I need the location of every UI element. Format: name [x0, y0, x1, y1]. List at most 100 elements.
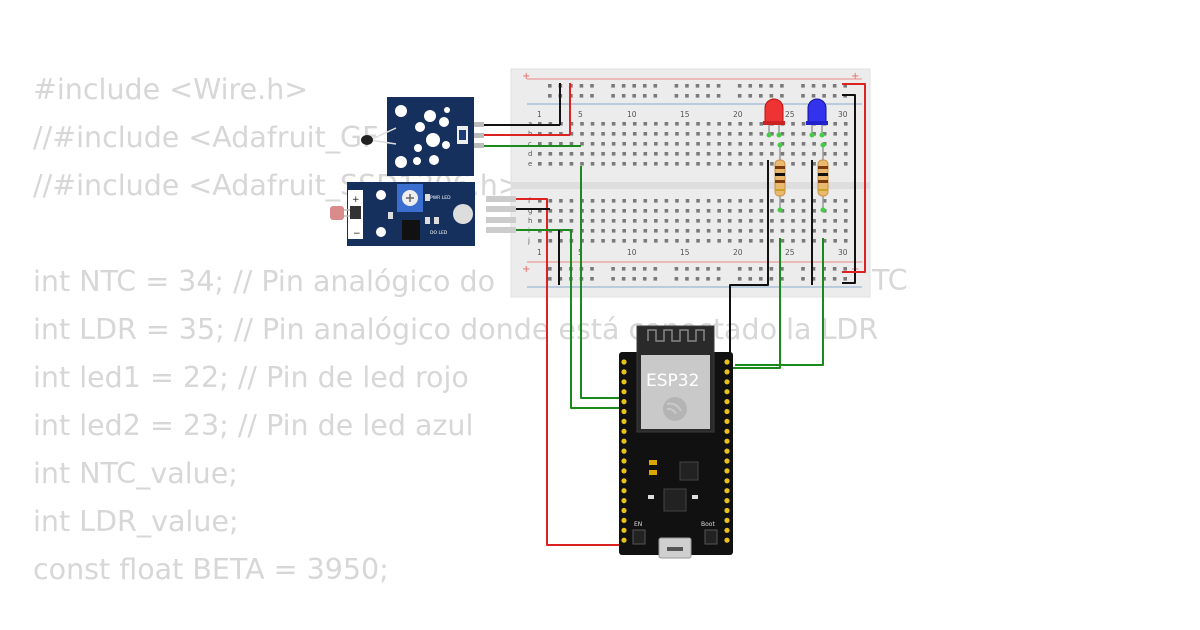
breadboard-hole	[664, 132, 669, 136]
pwr-led-label: PWR LED	[430, 195, 451, 201]
connection-dot	[820, 207, 826, 213]
en-button[interactable]	[632, 529, 646, 545]
resistor-1[interactable]	[774, 145, 786, 210]
breadboard-hole	[601, 162, 605, 166]
breadboard-hole	[548, 267, 552, 271]
micro-usb-slot	[667, 547, 683, 551]
col-num-top: 1	[537, 110, 542, 119]
breadboard-hole	[759, 132, 764, 136]
resistor-band	[775, 166, 785, 169]
header-pin	[724, 488, 730, 494]
breadboard-hole	[738, 162, 743, 166]
pad	[429, 155, 439, 165]
breadboard-hole	[643, 229, 648, 233]
connection-dot	[819, 132, 825, 138]
smd-part	[649, 470, 657, 475]
breadboard-hole	[548, 219, 553, 223]
breadboard-hole	[548, 277, 552, 281]
breadboard-hole	[685, 239, 690, 243]
breadboard-hole	[611, 199, 616, 203]
breadboard-hole	[590, 277, 594, 281]
breadboard-hole	[685, 199, 690, 203]
breadboard-hole	[632, 199, 637, 203]
breadboard-hole	[632, 122, 637, 126]
breadboard-hole	[706, 162, 711, 166]
breadboard-hole	[548, 84, 552, 88]
breadboard-hole	[664, 152, 669, 156]
code-line: int NTC = 34; // Pin analógico do	[33, 265, 496, 298]
breadboard-hole	[749, 199, 753, 203]
breadboard-hole	[706, 239, 711, 243]
led-blue[interactable]	[806, 98, 828, 135]
breadboard-hole	[749, 219, 753, 223]
ntc-sensor-module[interactable]: - S	[361, 97, 488, 176]
breadboard-hole	[811, 267, 816, 271]
breadboard-hole	[801, 229, 806, 233]
resistor-band	[818, 173, 828, 176]
ldr-sensor-module[interactable]: + − PWR LED DO LED VCC GND DO AO	[330, 182, 516, 246]
breadboard-hole	[622, 239, 626, 243]
row-letter: g	[528, 207, 532, 215]
breadboard-hole	[611, 209, 616, 213]
ldr-pin-label: DO	[478, 217, 486, 223]
breadboard-hole	[791, 132, 795, 136]
resistor-band	[775, 189, 785, 191]
breadboard-hole	[685, 219, 690, 223]
en-label: EN	[634, 521, 642, 528]
breadboard-hole	[696, 219, 700, 223]
breadboard-hole	[643, 209, 648, 213]
espressif-logo	[663, 397, 687, 421]
breadboard-hole	[548, 152, 553, 156]
breadboard-hole	[791, 209, 795, 213]
terminal-label-plus: +	[352, 195, 360, 205]
breadboard-hole	[738, 152, 743, 156]
breadboard-hole	[780, 152, 785, 156]
breadboard-hole	[590, 219, 595, 223]
header-pin	[724, 379, 730, 385]
esp32-board[interactable]: ESP32 EN Boot	[619, 325, 733, 559]
breadboard-hole	[832, 277, 837, 281]
resistor-2[interactable]	[817, 145, 829, 210]
breadboard-hole	[675, 122, 679, 126]
mounting-hole	[395, 105, 407, 117]
breadboard-hole	[759, 209, 764, 213]
row-letter: e	[528, 160, 532, 168]
breadboard-hole	[569, 132, 574, 136]
breadboard-hole	[654, 142, 658, 146]
row-letter: c	[528, 140, 532, 148]
breadboard-hole	[727, 239, 732, 243]
header-pin	[724, 468, 730, 474]
breadboard-hole	[737, 94, 742, 98]
breadboard-hole	[685, 277, 689, 281]
ntc-pin	[474, 133, 484, 138]
breadboard-hole	[696, 152, 700, 156]
breadboard-hole	[653, 277, 658, 281]
breadboard-hole	[685, 267, 689, 271]
boot-button[interactable]	[704, 529, 718, 545]
breadboard-hole	[632, 142, 637, 146]
breadboard-hole	[791, 229, 795, 233]
breadboard-hole	[622, 229, 626, 233]
breadboard-hole	[770, 162, 774, 166]
breadboard-hole	[717, 229, 721, 233]
breadboard-hole	[759, 142, 764, 146]
breadboard-hole	[569, 219, 574, 223]
led-blue-rim	[806, 121, 828, 125]
pad	[442, 141, 450, 149]
wire-led1-gnd	[729, 160, 769, 355]
ntc-pin-label: S	[477, 156, 487, 162]
breadboard-hole	[843, 239, 848, 243]
breadboard-hole	[706, 199, 711, 203]
breadboard-hole	[791, 162, 795, 166]
breadboard-hole	[780, 142, 785, 146]
breadboard-hole	[632, 239, 637, 243]
led-red[interactable]	[763, 98, 785, 135]
breadboard-hole	[706, 122, 711, 126]
header-pin	[724, 527, 730, 533]
ntc-pin	[474, 122, 484, 127]
breadboard-hole	[832, 94, 837, 98]
breadboard-hole	[770, 219, 774, 223]
breadboard-hole	[675, 219, 679, 223]
breadboard-hole	[569, 122, 574, 126]
breadboard-hole	[727, 132, 732, 136]
